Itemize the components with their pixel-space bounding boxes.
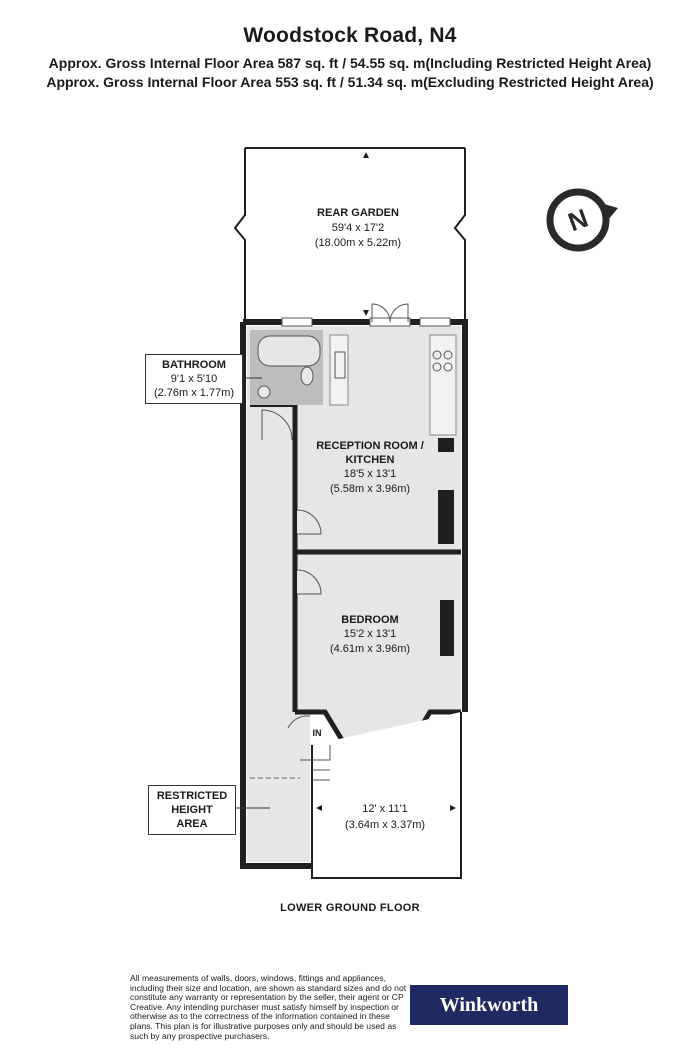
dims-bathroom-metric: (2.76m x 1.77m) <box>153 387 235 399</box>
toilet-icon <box>300 366 314 386</box>
bathroom-callout: BATHROOM 9'1 x 5'10 (2.76m x 1.77m) <box>145 354 243 404</box>
restricted-height-callout: RESTRICTED HEIGHT AREA <box>148 785 236 835</box>
dims-bedroom-imperial: 15'2 x 13'1 <box>344 628 397 640</box>
label-reception-line2: KITCHEN <box>346 454 395 466</box>
arrow-marker-icon <box>450 805 456 811</box>
hob-icon <box>443 350 453 360</box>
hob-icon <box>443 362 453 372</box>
dims-front-metric: (3.64m x 3.37m) <box>345 819 425 831</box>
floor-label: LOWER GROUND FLOOR <box>280 902 420 914</box>
french-door-icon <box>371 303 409 323</box>
arrow-marker-icon <box>316 805 322 811</box>
door-swing-icon <box>296 509 322 535</box>
kitchen-fittings <box>281 303 457 436</box>
arrow-marker-icon <box>363 152 369 158</box>
dims-front-imperial: 12' x 11'1 <box>362 803 408 815</box>
entrance-label: IN <box>313 728 322 738</box>
bathtub-icon <box>257 335 321 367</box>
disclaimer-text: All measurements of walls, doors, window… <box>130 973 407 1041</box>
area-excluding-restricted: Approx. Gross Internal Floor Area 553 sq… <box>46 74 654 90</box>
rear-garden <box>233 147 466 322</box>
window-icon <box>281 317 313 327</box>
area-including-restricted: Approx. Gross Internal Floor Area 587 sq… <box>48 55 652 71</box>
front-area <box>300 712 462 879</box>
dims-rear-garden-imperial: 59'4 x 17'2 <box>332 222 385 234</box>
label-bedroom: BEDROOM <box>341 614 398 626</box>
internal-doors <box>287 509 322 729</box>
dims-bathroom-imperial: 9'1 x 5'10 <box>170 373 218 385</box>
door-swing-icon <box>261 409 293 441</box>
entrance-door-icon <box>287 715 311 729</box>
dims-rear-garden-metric: (18.00m x 5.22m) <box>315 237 401 249</box>
dims-reception-imperial: 18'5 x 13'1 <box>344 468 397 480</box>
arrow-marker-icon <box>363 310 369 316</box>
winkworth-logo: Winkworth <box>410 985 568 1025</box>
label-reception-line1: RECEPTION ROOM / <box>316 440 424 452</box>
bathroom-room <box>250 330 323 441</box>
plan-header: Woodstock Road, N4 Approx. Gross Interna… <box>0 24 700 92</box>
restricted-line1: RESTRICTED <box>156 790 228 802</box>
hob-icon <box>432 350 442 360</box>
sink-icon <box>334 351 346 379</box>
label-bathroom: BATHROOM <box>162 359 226 371</box>
window-icon <box>419 317 451 327</box>
compass-icon: N <box>546 188 618 252</box>
property-title: Woodstock Road, N4 <box>243 24 457 47</box>
door-swing-icon <box>296 569 322 595</box>
sink-icon <box>257 385 271 399</box>
restricted-line2: HEIGHT <box>171 804 213 816</box>
label-rear-garden: REAR GARDEN <box>317 207 399 219</box>
restricted-line3: AREA <box>176 818 208 830</box>
hob-icon <box>432 362 442 372</box>
dims-reception-metric: (5.58m x 3.96m) <box>330 483 410 495</box>
dims-bedroom-metric: (4.61m x 3.96m) <box>330 643 410 655</box>
